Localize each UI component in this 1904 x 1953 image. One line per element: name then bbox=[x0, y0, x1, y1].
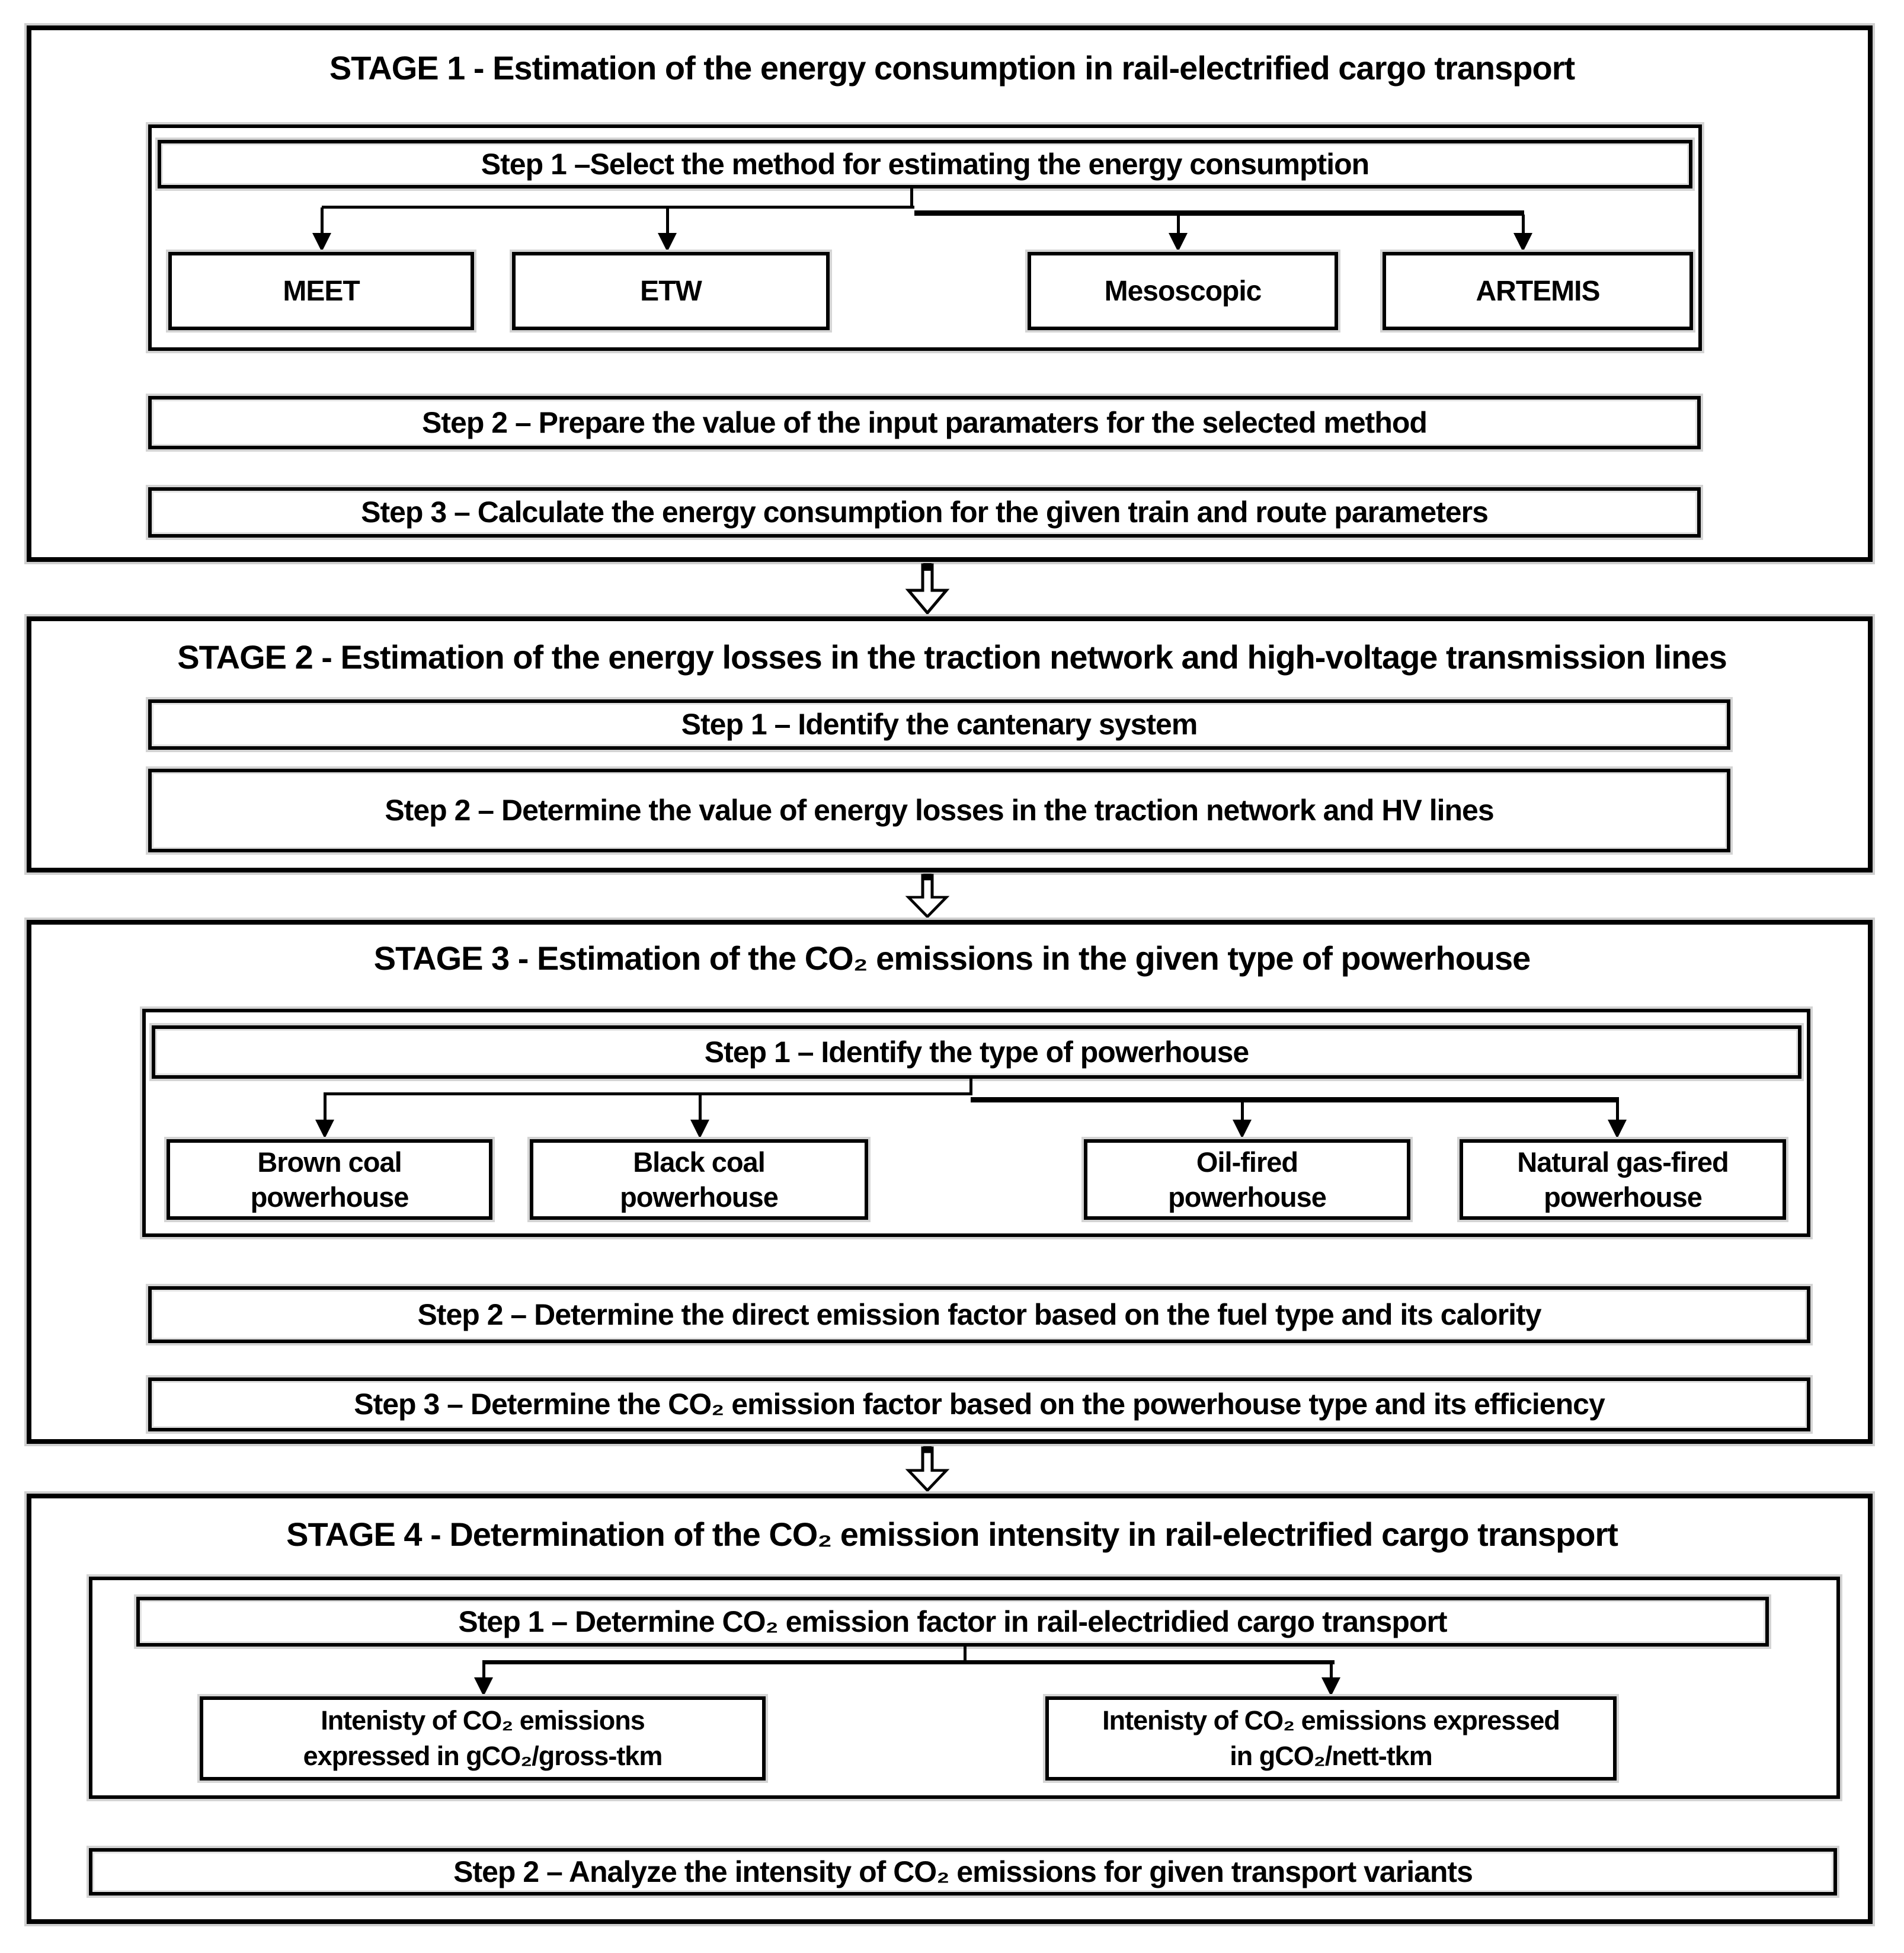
stage-1-arrow-stem-4 bbox=[1522, 215, 1525, 234]
powerhouse-box-natural-gas: Natural gas-fired powerhouse bbox=[1457, 1137, 1788, 1222]
down-arrow-icon bbox=[905, 874, 950, 919]
stage-3-connector-hline-left bbox=[324, 1092, 971, 1095]
stage-1-connector-stub bbox=[910, 188, 913, 207]
stage-1-arrow-stem-1 bbox=[321, 207, 324, 234]
method-box-artemis-label: ARTEMIS bbox=[1476, 275, 1601, 307]
output-box-gross-tkm: Intenisty of CO₂ emissions expressed in … bbox=[197, 1694, 768, 1783]
stage-1-arrow-stem-3 bbox=[1177, 215, 1180, 234]
powerhouse-box-black-coal-line1: Black coal bbox=[633, 1146, 766, 1178]
stage-1-arrowhead-4-icon bbox=[1513, 233, 1532, 252]
stage-4-step2-bar: Step 2 – Analyze the intensity of CO₂ em… bbox=[87, 1846, 1839, 1898]
stage-2-step2-bar: Step 2 – Determine the value of energy l… bbox=[146, 766, 1733, 855]
stage-1-step3-bar: Step 3 – Calculate the energy consumptio… bbox=[146, 485, 1703, 540]
powerhouse-box-oil-fired: Oil-fired powerhouse bbox=[1081, 1137, 1413, 1222]
stage-3-arrowhead-1-icon bbox=[315, 1120, 334, 1139]
powerhouse-box-oil-fired-line2: powerhouse bbox=[1168, 1181, 1327, 1213]
stage-4-arrow-stem-1 bbox=[482, 1663, 485, 1679]
powerhouse-box-brown-coal: Brown coal powerhouse bbox=[164, 1137, 495, 1222]
stage-1-title: STAGE 1 - Estimation of the energy consu… bbox=[329, 49, 1575, 87]
method-box-mesoscopic: Mesoscopic bbox=[1025, 250, 1340, 333]
stage-3-arrowhead-3-icon bbox=[1233, 1120, 1252, 1139]
method-box-meet-label: MEET bbox=[283, 275, 360, 307]
output-box-nett-tkm: Intenisty of CO₂ emissions expressed in … bbox=[1043, 1694, 1619, 1783]
stage-3-arrow-stem-3 bbox=[1241, 1101, 1244, 1120]
powerhouse-box-brown-coal-line1: Brown coal bbox=[257, 1146, 402, 1178]
stage-4-connector-stub bbox=[964, 1647, 967, 1663]
stage-2-title: STAGE 2 - Estimation of the energy losse… bbox=[177, 638, 1727, 676]
output-box-gross-tkm-line1: Intenisty of CO₂ emissions bbox=[321, 1705, 645, 1735]
powerhouse-box-black-coal: Black coal powerhouse bbox=[527, 1137, 871, 1222]
stage-4-step1-bar: Step 1 – Determine CO₂ emission factor i… bbox=[134, 1594, 1771, 1649]
stage-1-arrowhead-2-icon bbox=[658, 233, 677, 252]
stage-3-arrow-stem-4 bbox=[1616, 1101, 1619, 1120]
stage-1-step2-bar: Step 2 – Prepare the value of the input … bbox=[146, 394, 1703, 452]
stage-4-arrow-stem-2 bbox=[1330, 1663, 1333, 1679]
stage-3-step1-bar: Step 1 – Identify the type of powerhouse bbox=[149, 1023, 1804, 1081]
output-box-nett-tkm-line2: in gCO₂/nett-tkm bbox=[1230, 1741, 1432, 1772]
method-box-artemis: ARTEMIS bbox=[1380, 250, 1695, 333]
stage-3-arrowhead-4-icon bbox=[1608, 1120, 1627, 1139]
stage-1-connector-hline-right bbox=[914, 210, 1524, 216]
stage-3-step2-bar: Step 2 – Determine the direct emission f… bbox=[146, 1284, 1813, 1345]
powerhouse-box-natural-gas-line2: powerhouse bbox=[1544, 1181, 1703, 1213]
output-box-gross-tkm-line2: expressed in gCO₂/gross-tkm bbox=[303, 1741, 663, 1772]
stage-3-connector-hline-right bbox=[971, 1097, 1619, 1102]
stage-1-connector-hline-left bbox=[322, 206, 914, 209]
stage-4-arrowhead-1-icon bbox=[474, 1677, 493, 1696]
powerhouse-box-oil-fired-line1: Oil-fired bbox=[1196, 1146, 1298, 1178]
method-box-meet: MEET bbox=[166, 250, 476, 333]
stage-1-arrowhead-3-icon bbox=[1169, 233, 1188, 252]
powerhouse-box-black-coal-line2: powerhouse bbox=[620, 1181, 779, 1213]
stage-4-connector-hline bbox=[482, 1660, 1335, 1664]
method-box-mesoscopic-label: Mesoscopic bbox=[1104, 275, 1262, 307]
stage-3-arrow-stem-2 bbox=[699, 1094, 702, 1120]
stage-3-arrowhead-2-icon bbox=[690, 1120, 709, 1139]
stage-3-title: STAGE 3 - Estimation of the CO₂ emission… bbox=[373, 939, 1531, 977]
method-box-etw-label: ETW bbox=[640, 275, 702, 307]
down-arrow-icon bbox=[905, 563, 950, 615]
powerhouse-box-brown-coal-line2: powerhouse bbox=[250, 1181, 409, 1213]
stage-1-arrow-stem-2 bbox=[666, 207, 669, 234]
stage-3-arrow-stem-1 bbox=[324, 1094, 327, 1120]
powerhouse-box-natural-gas-line1: Natural gas-fired bbox=[1517, 1146, 1729, 1178]
output-box-nett-tkm-line1: Intenisty of CO₂ emissions expressed bbox=[1102, 1705, 1560, 1735]
stage-1-step1-bar: Step 1 –Select the method for estimating… bbox=[155, 138, 1695, 191]
stage-3-connector-stub bbox=[969, 1079, 972, 1095]
stage-4-arrowhead-2-icon bbox=[1321, 1677, 1340, 1696]
down-arrow-icon bbox=[905, 1446, 950, 1492]
stage-1-arrowhead-1-icon bbox=[312, 233, 331, 252]
stage-2-step1-bar: Step 1 – Identify the cantenary system bbox=[146, 697, 1733, 752]
method-box-etw: ETW bbox=[510, 250, 832, 333]
stage-4-title: STAGE 4 - Determination of the CO₂ emiss… bbox=[286, 1515, 1618, 1553]
stage-3-step3-bar: Step 3 – Determine the CO₂ emission fact… bbox=[146, 1375, 1813, 1434]
